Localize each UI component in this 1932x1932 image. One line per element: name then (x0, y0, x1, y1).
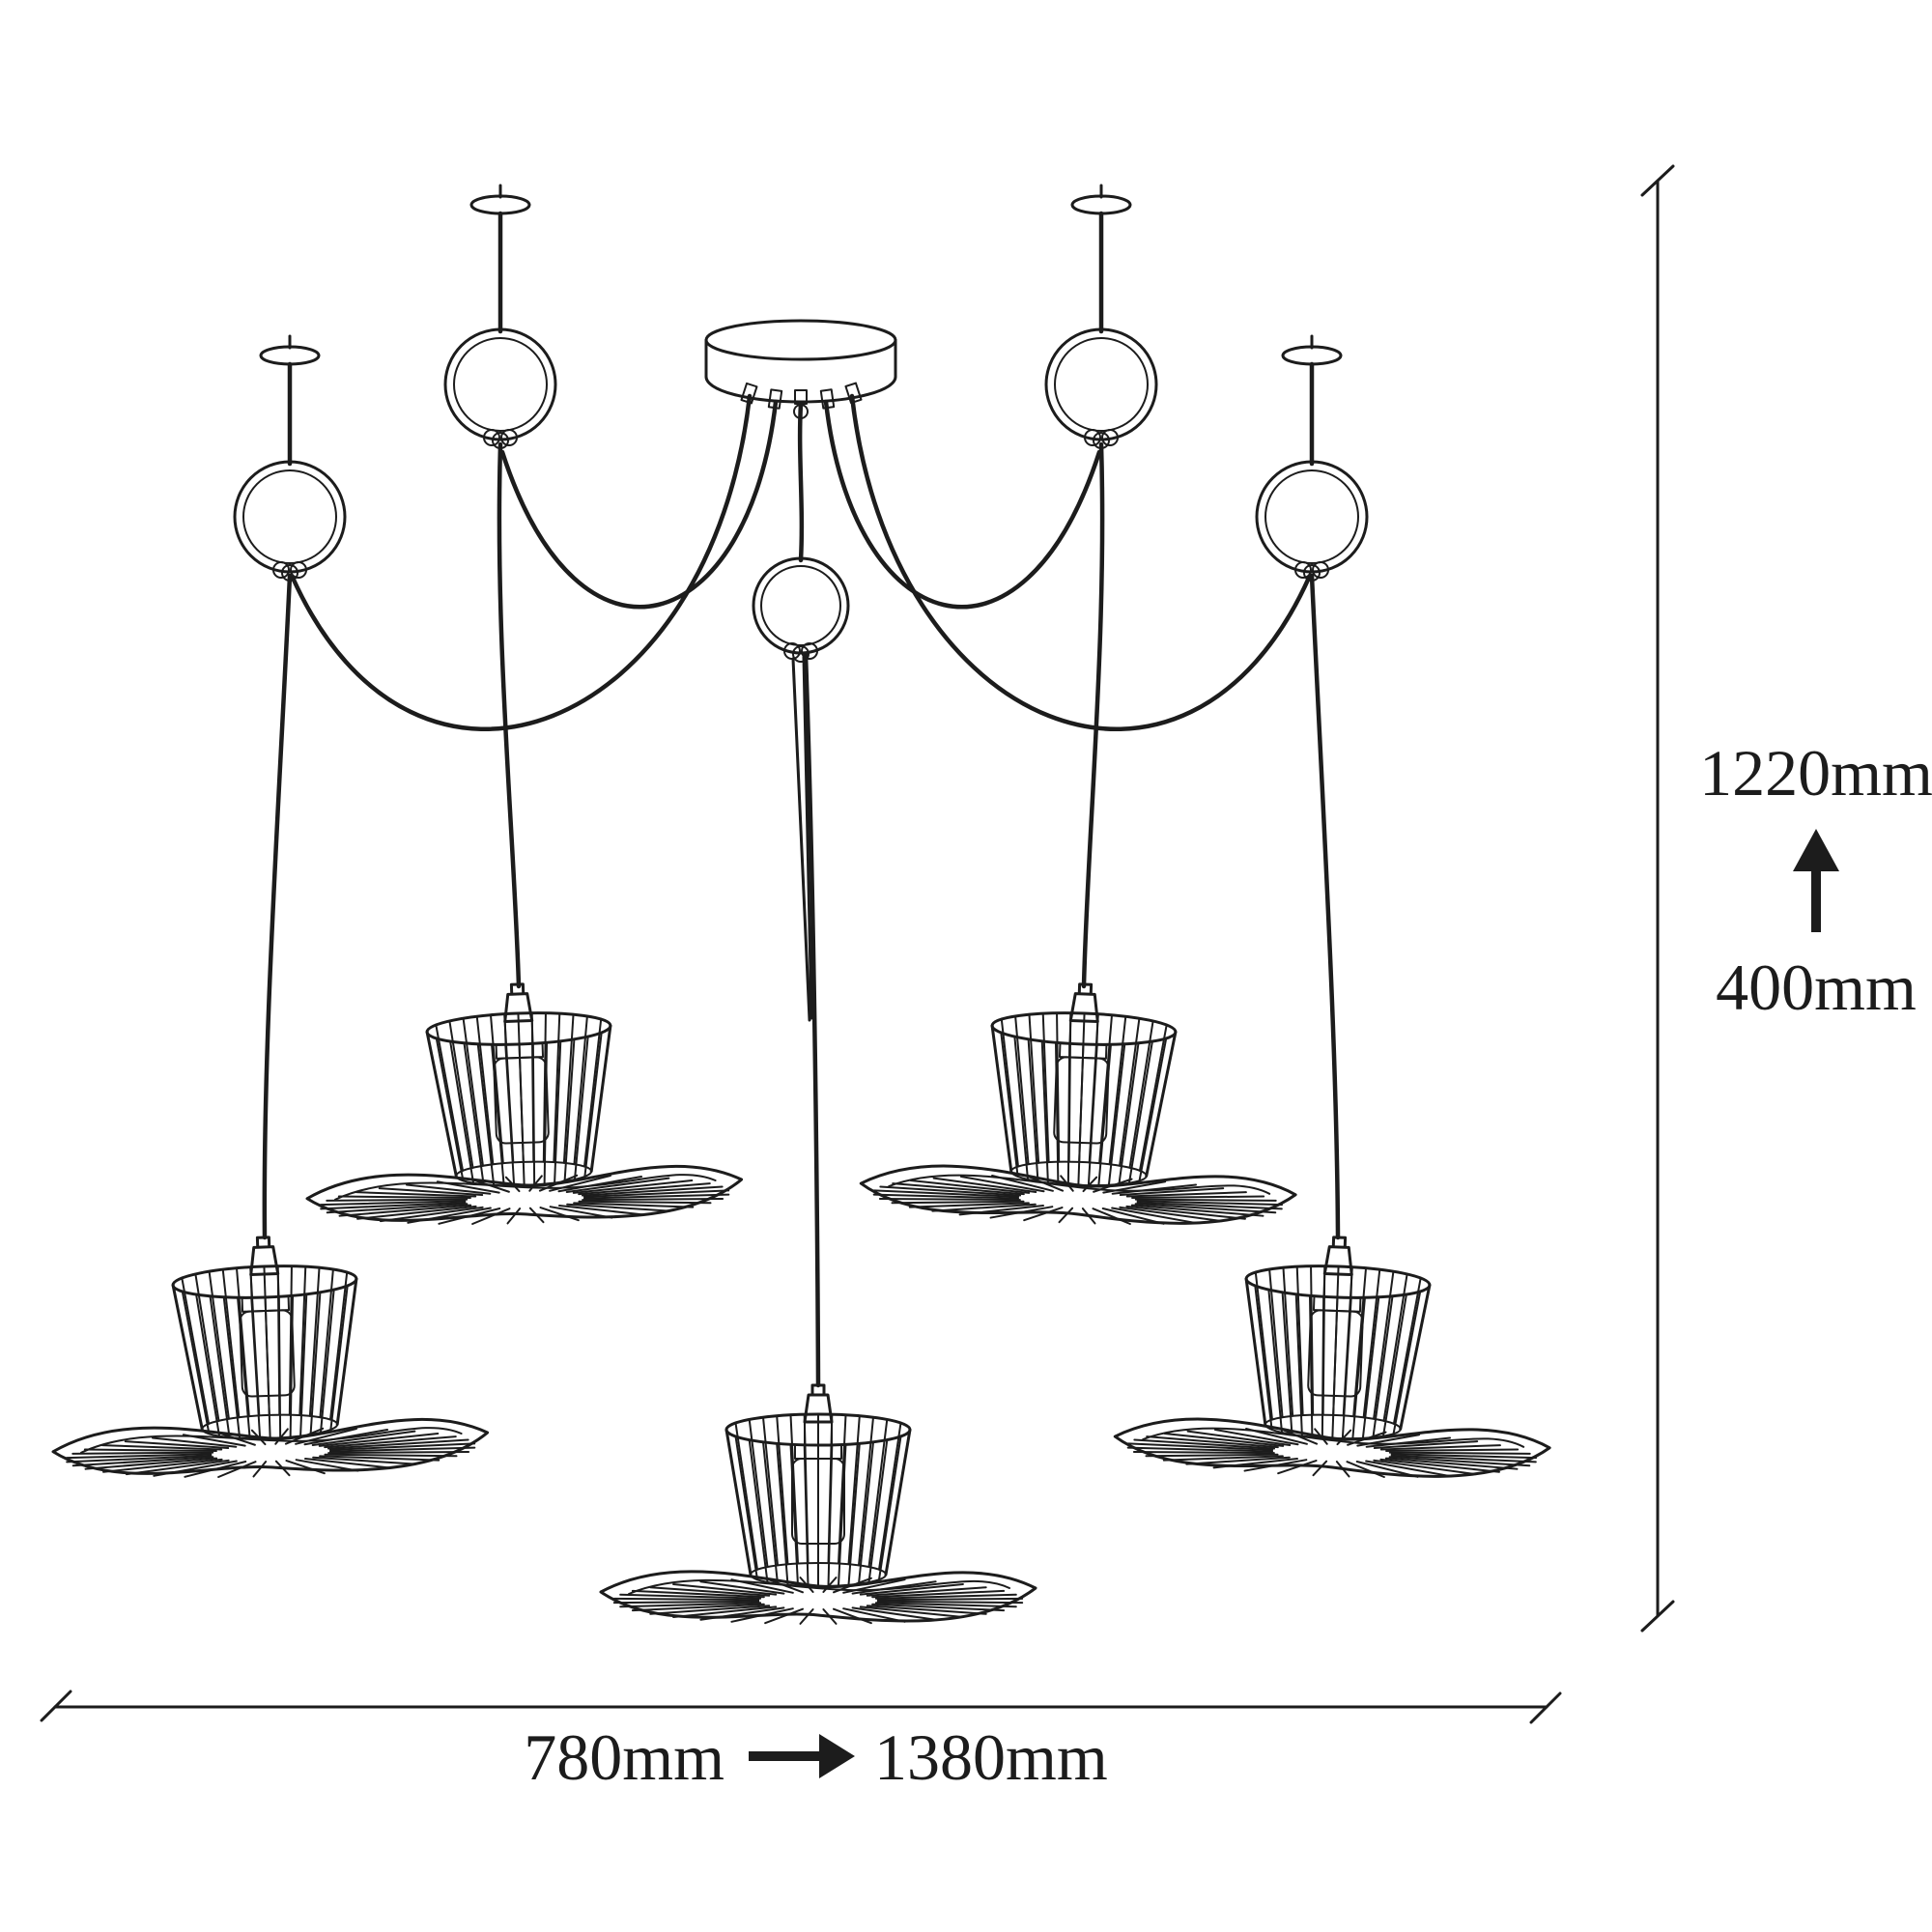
cable-loop-tail (791, 655, 813, 1022)
hat-shade-center (599, 1383, 1037, 1626)
ceiling-hook-right-outer (1255, 334, 1369, 582)
height-max-label: 1220mm (1699, 736, 1932, 810)
height-min-label: 400mm (1716, 951, 1917, 1024)
width-max-label: 1380mm (874, 1720, 1108, 1794)
width-dimension-line (40, 1690, 1562, 1724)
ceiling-hook-right-inner (1044, 184, 1158, 450)
width-min-label: 780mm (524, 1720, 724, 1794)
hat-shade-mid-left (298, 975, 745, 1233)
ceiling-hook-left-outer (233, 334, 347, 582)
up-arrow-icon (1793, 829, 1839, 932)
hat-shade-mid-right (858, 975, 1304, 1233)
drop-cables (262, 441, 1341, 1240)
hat-shade-far-right (1112, 1228, 1558, 1486)
height-dimension-line (1640, 164, 1675, 1633)
right-arrow-icon (749, 1734, 855, 1778)
swag-cables (290, 393, 1312, 731)
center-ring-assembly (752, 401, 850, 1388)
ceiling-hook-left-inner (443, 184, 557, 450)
hat-shade-far-left (44, 1228, 491, 1486)
